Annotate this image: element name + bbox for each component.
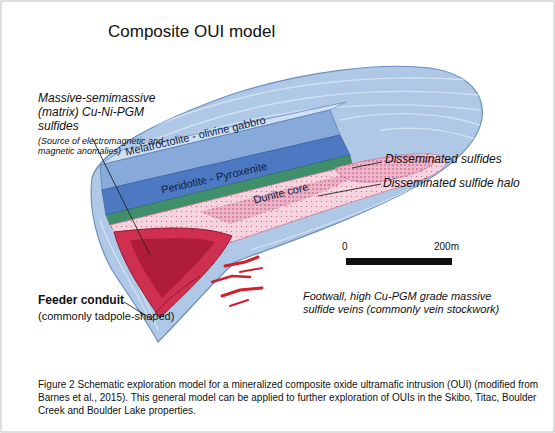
striation-line <box>380 128 478 140</box>
scale-bar <box>346 258 452 265</box>
sulfide-vein <box>222 288 262 296</box>
figure-caption: Figure 2 Schematic exploration model for… <box>38 378 543 417</box>
sulfide-vein <box>240 268 262 272</box>
scale-label: 0 <box>342 241 362 253</box>
callout-label: Massive-semimassive (matrix) Cu-Ni-PGM s… <box>38 92 170 133</box>
sulfide-vein <box>212 276 250 282</box>
callout-label: Feeder conduit <box>38 294 168 308</box>
leader-line <box>318 184 381 196</box>
leader-line <box>352 162 382 168</box>
callout-label: Disseminated sulfide halo <box>383 177 548 191</box>
massive-sulfide-body <box>114 228 232 318</box>
callout-label: Footwall, high Cu-PGM grade massive sulf… <box>303 290 508 315</box>
callout-note: (commonly tadpole-shaped) <box>38 310 208 323</box>
scale-label: 200m <box>434 241 474 253</box>
sulfide-vein <box>230 300 248 306</box>
figure-title: Composite OUI model <box>108 22 408 42</box>
callout-label: Disseminated sulfides <box>385 153 545 167</box>
massive-sulfide-core <box>130 238 215 298</box>
sulfide-vein <box>225 257 258 266</box>
striation-line <box>340 114 480 125</box>
